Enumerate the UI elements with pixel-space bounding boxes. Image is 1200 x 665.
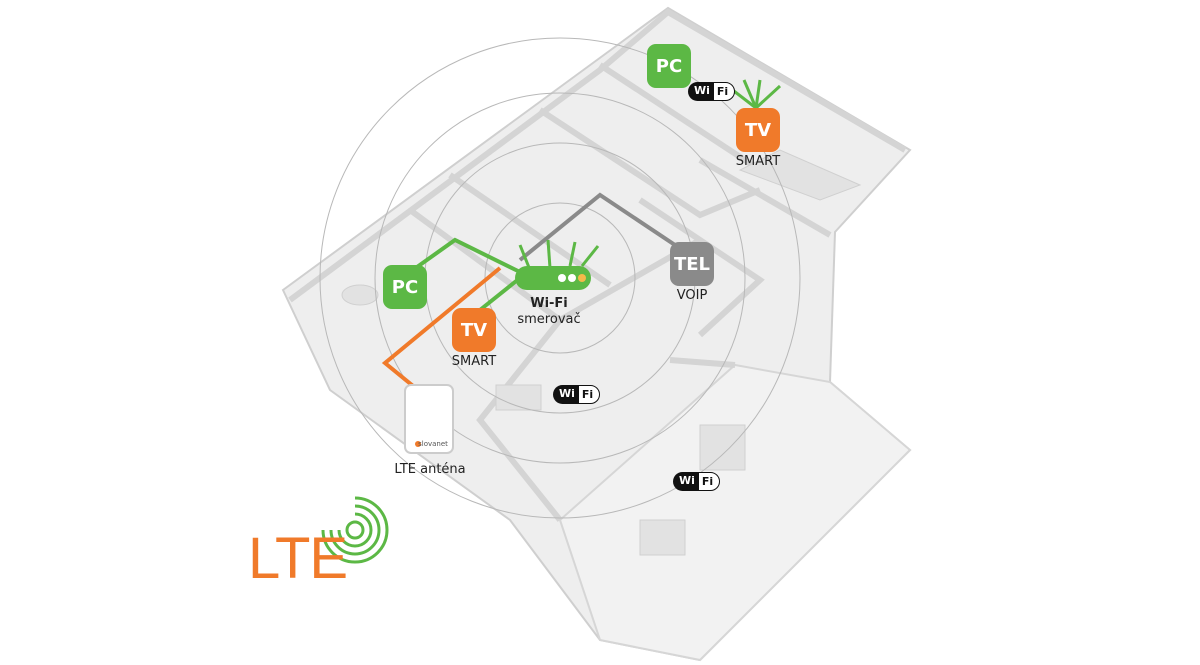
router-subtitle: smerovač <box>517 312 581 327</box>
gray-cables <box>518 192 692 262</box>
lte-logo-rings <box>321 496 389 564</box>
pc-top-icon: PC <box>647 44 691 88</box>
wifi-badge-wi: Wi <box>673 472 698 491</box>
wifi-badge-fi: Fi <box>577 385 601 404</box>
wifi-badge-fi: Fi <box>697 472 721 491</box>
tv-top-caption: SMART <box>735 154 781 169</box>
tv-left-icon: TV <box>452 308 496 352</box>
router-antennas <box>518 239 600 271</box>
wifi-badge-wi: Wi <box>553 385 578 404</box>
lte-logo: LTE <box>248 526 348 591</box>
antenna-brand: slovanet <box>418 440 448 448</box>
walls <box>288 8 907 522</box>
router-title: Wi-Fi <box>530 296 568 311</box>
wifi-badge-fi: Fi <box>712 82 736 101</box>
wifi-badge-wi: Wi <box>688 82 713 101</box>
router-leds <box>558 274 586 282</box>
tel-icon: TEL <box>670 242 714 286</box>
tel-caption: VOIP <box>676 288 708 303</box>
tv-left-caption: SMART <box>451 354 497 369</box>
lte-antenna-box <box>404 384 454 454</box>
antenna-brand-dot <box>415 441 421 447</box>
tv-top-icon: TV <box>736 108 780 152</box>
lte-cable <box>381 266 502 392</box>
router-body <box>515 266 591 290</box>
pc-left-icon: PC <box>383 265 427 309</box>
antenna-label: LTE anténa <box>394 462 466 477</box>
